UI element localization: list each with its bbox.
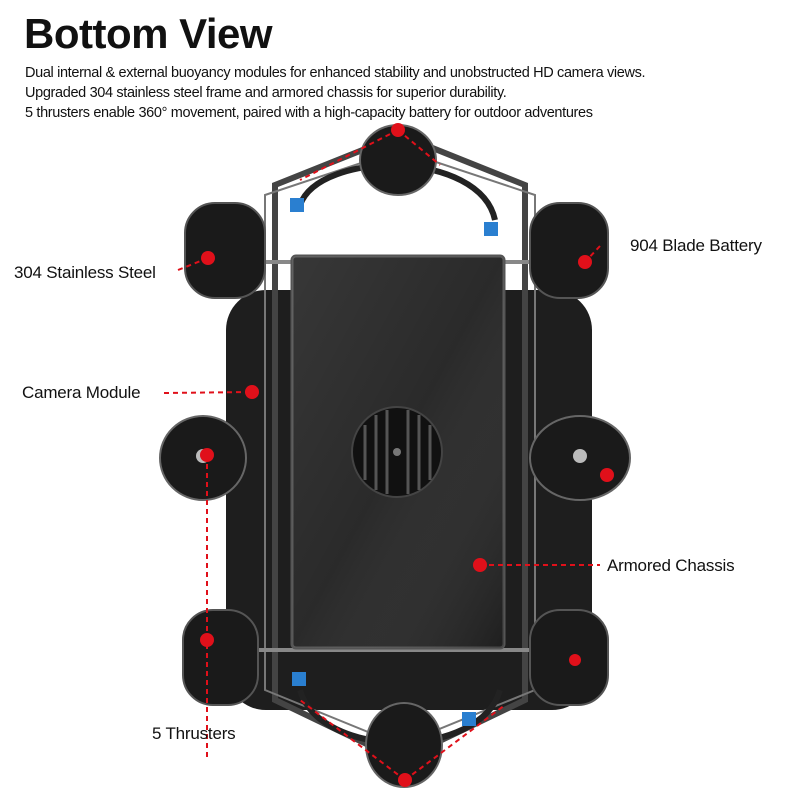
callout-lines (163, 129, 601, 781)
callout-battery: 904 Blade Battery (630, 236, 762, 255)
callout-camera: Camera Module (22, 383, 141, 402)
description-line: Dual internal & external buoyancy module… (25, 65, 646, 81)
connector (462, 712, 476, 726)
description: Dual internal & external buoyancy module… (25, 63, 646, 123)
callout-thrusters: 5 Thrusters (152, 724, 236, 743)
page-title: Bottom View (24, 10, 273, 57)
buoyancy-module (182, 202, 609, 706)
connector (484, 222, 498, 236)
callout-chassis: Armored Chassis (607, 556, 735, 575)
callout-dots (200, 123, 614, 787)
connector (290, 198, 304, 212)
grille-slots (363, 410, 432, 494)
description-line: Upgraded 304 stainless steel frame and a… (25, 85, 507, 101)
description-line: 5 thrusters enable 360° movement, paired… (25, 105, 593, 121)
callout-steel: 304 Stainless Steel (14, 263, 156, 282)
connector (292, 672, 306, 686)
